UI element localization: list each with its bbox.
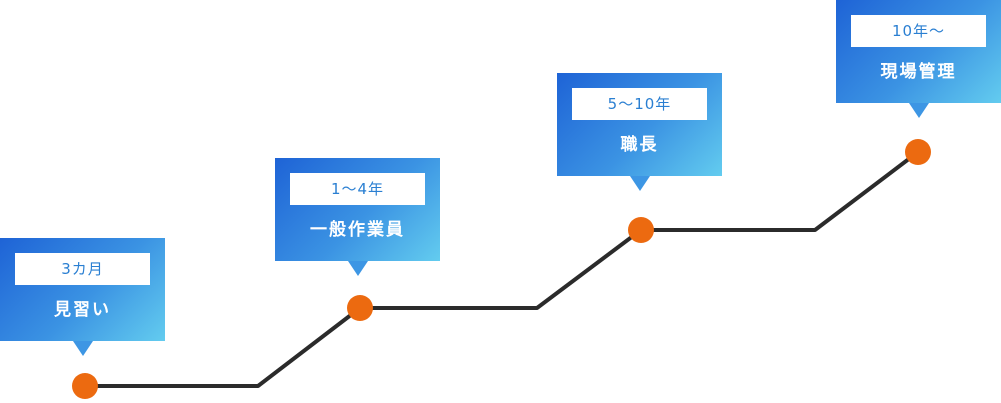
step-callout-site-manager: 10年～ 現場管理 (836, 0, 1001, 118)
step-role: 現場管理 (880, 62, 957, 82)
step-period: 10年～ (851, 15, 986, 47)
step-node-2 (347, 295, 373, 321)
step-callout-general-worker: 1～4年 一般作業員 (275, 158, 440, 276)
step-period: 1～4年 (290, 173, 425, 205)
step-role: 一般作業員 (310, 220, 405, 240)
step-period: 3カ月 (15, 253, 150, 285)
step-node-3 (628, 217, 654, 243)
step-callout-foreman: 5～10年 職長 (557, 73, 722, 191)
step-period: 5～10年 (572, 88, 707, 120)
career-path-polyline (83, 150, 920, 388)
step-callout-apprentice: 3カ月 見習い (0, 238, 165, 356)
step-role: 職長 (620, 135, 659, 155)
step-node-4 (905, 139, 931, 165)
step-role: 見習い (54, 300, 111, 320)
step-node-1 (72, 373, 98, 399)
